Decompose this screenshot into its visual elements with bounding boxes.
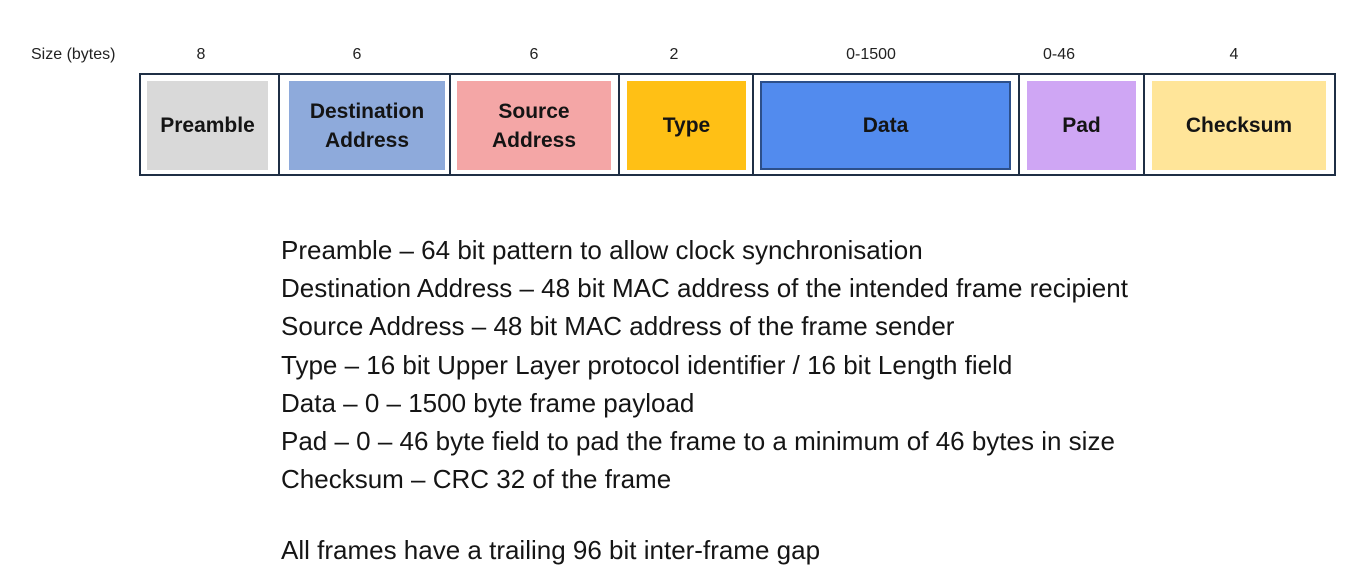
description-line: Destination Address – 48 bit MAC address… — [281, 273, 1128, 304]
divider — [618, 73, 620, 176]
field-label-line2: Address — [491, 128, 577, 152]
ethernet-frame — [139, 73, 1336, 176]
field-preamble: Preamble — [147, 81, 268, 170]
divider — [752, 73, 754, 176]
divider — [449, 73, 451, 176]
size-type: 2 — [669, 46, 679, 63]
description-line: Pad – 0 – 46 byte field to pad the frame… — [281, 426, 1115, 457]
field-data: Data — [760, 81, 1011, 170]
field-label: Preamble — [160, 114, 255, 137]
field-label: Checksum — [1185, 114, 1293, 137]
description-line: Source Address – 48 bit MAC address of t… — [281, 311, 955, 342]
field-label: Data — [862, 114, 909, 137]
field-pad: Pad — [1027, 81, 1136, 170]
size-data: 0-1500 — [846, 46, 896, 63]
description-line: Preamble – 64 bit pattern to allow clock… — [281, 235, 923, 265]
description-line: Type – 16 bit Upper Layer protocol ident… — [281, 349, 1013, 380]
field-type: Type — [627, 81, 746, 170]
field-label: Source — [498, 99, 570, 123]
divider — [1143, 73, 1145, 176]
field-descriptions: Preamble – 64 bit pattern to allow clock… — [281, 231, 1128, 498]
size-destination-address: 6 — [352, 46, 362, 63]
divider — [1018, 73, 1020, 176]
field-label-line2: Address — [324, 128, 410, 152]
divider — [278, 73, 280, 176]
footer-note: All frames have a trailing 96 bit inter-… — [281, 535, 821, 565]
field-label: Type — [662, 114, 711, 137]
size-preamble: 8 — [196, 46, 206, 63]
size-source-address: 6 — [529, 46, 539, 63]
description-line: Data – 0 – 1500 byte frame payload — [281, 387, 695, 418]
size-pad: 0-46 — [1042, 46, 1076, 63]
size-caption: Size (bytes) — [31, 46, 116, 63]
field-checksum: Checksum — [1152, 81, 1326, 170]
field-label: Pad — [1062, 114, 1101, 137]
size-checksum: 4 — [1229, 46, 1239, 63]
field-label: Destination — [309, 99, 425, 123]
description-line: Checksum – CRC 32 of the frame — [281, 464, 672, 495]
